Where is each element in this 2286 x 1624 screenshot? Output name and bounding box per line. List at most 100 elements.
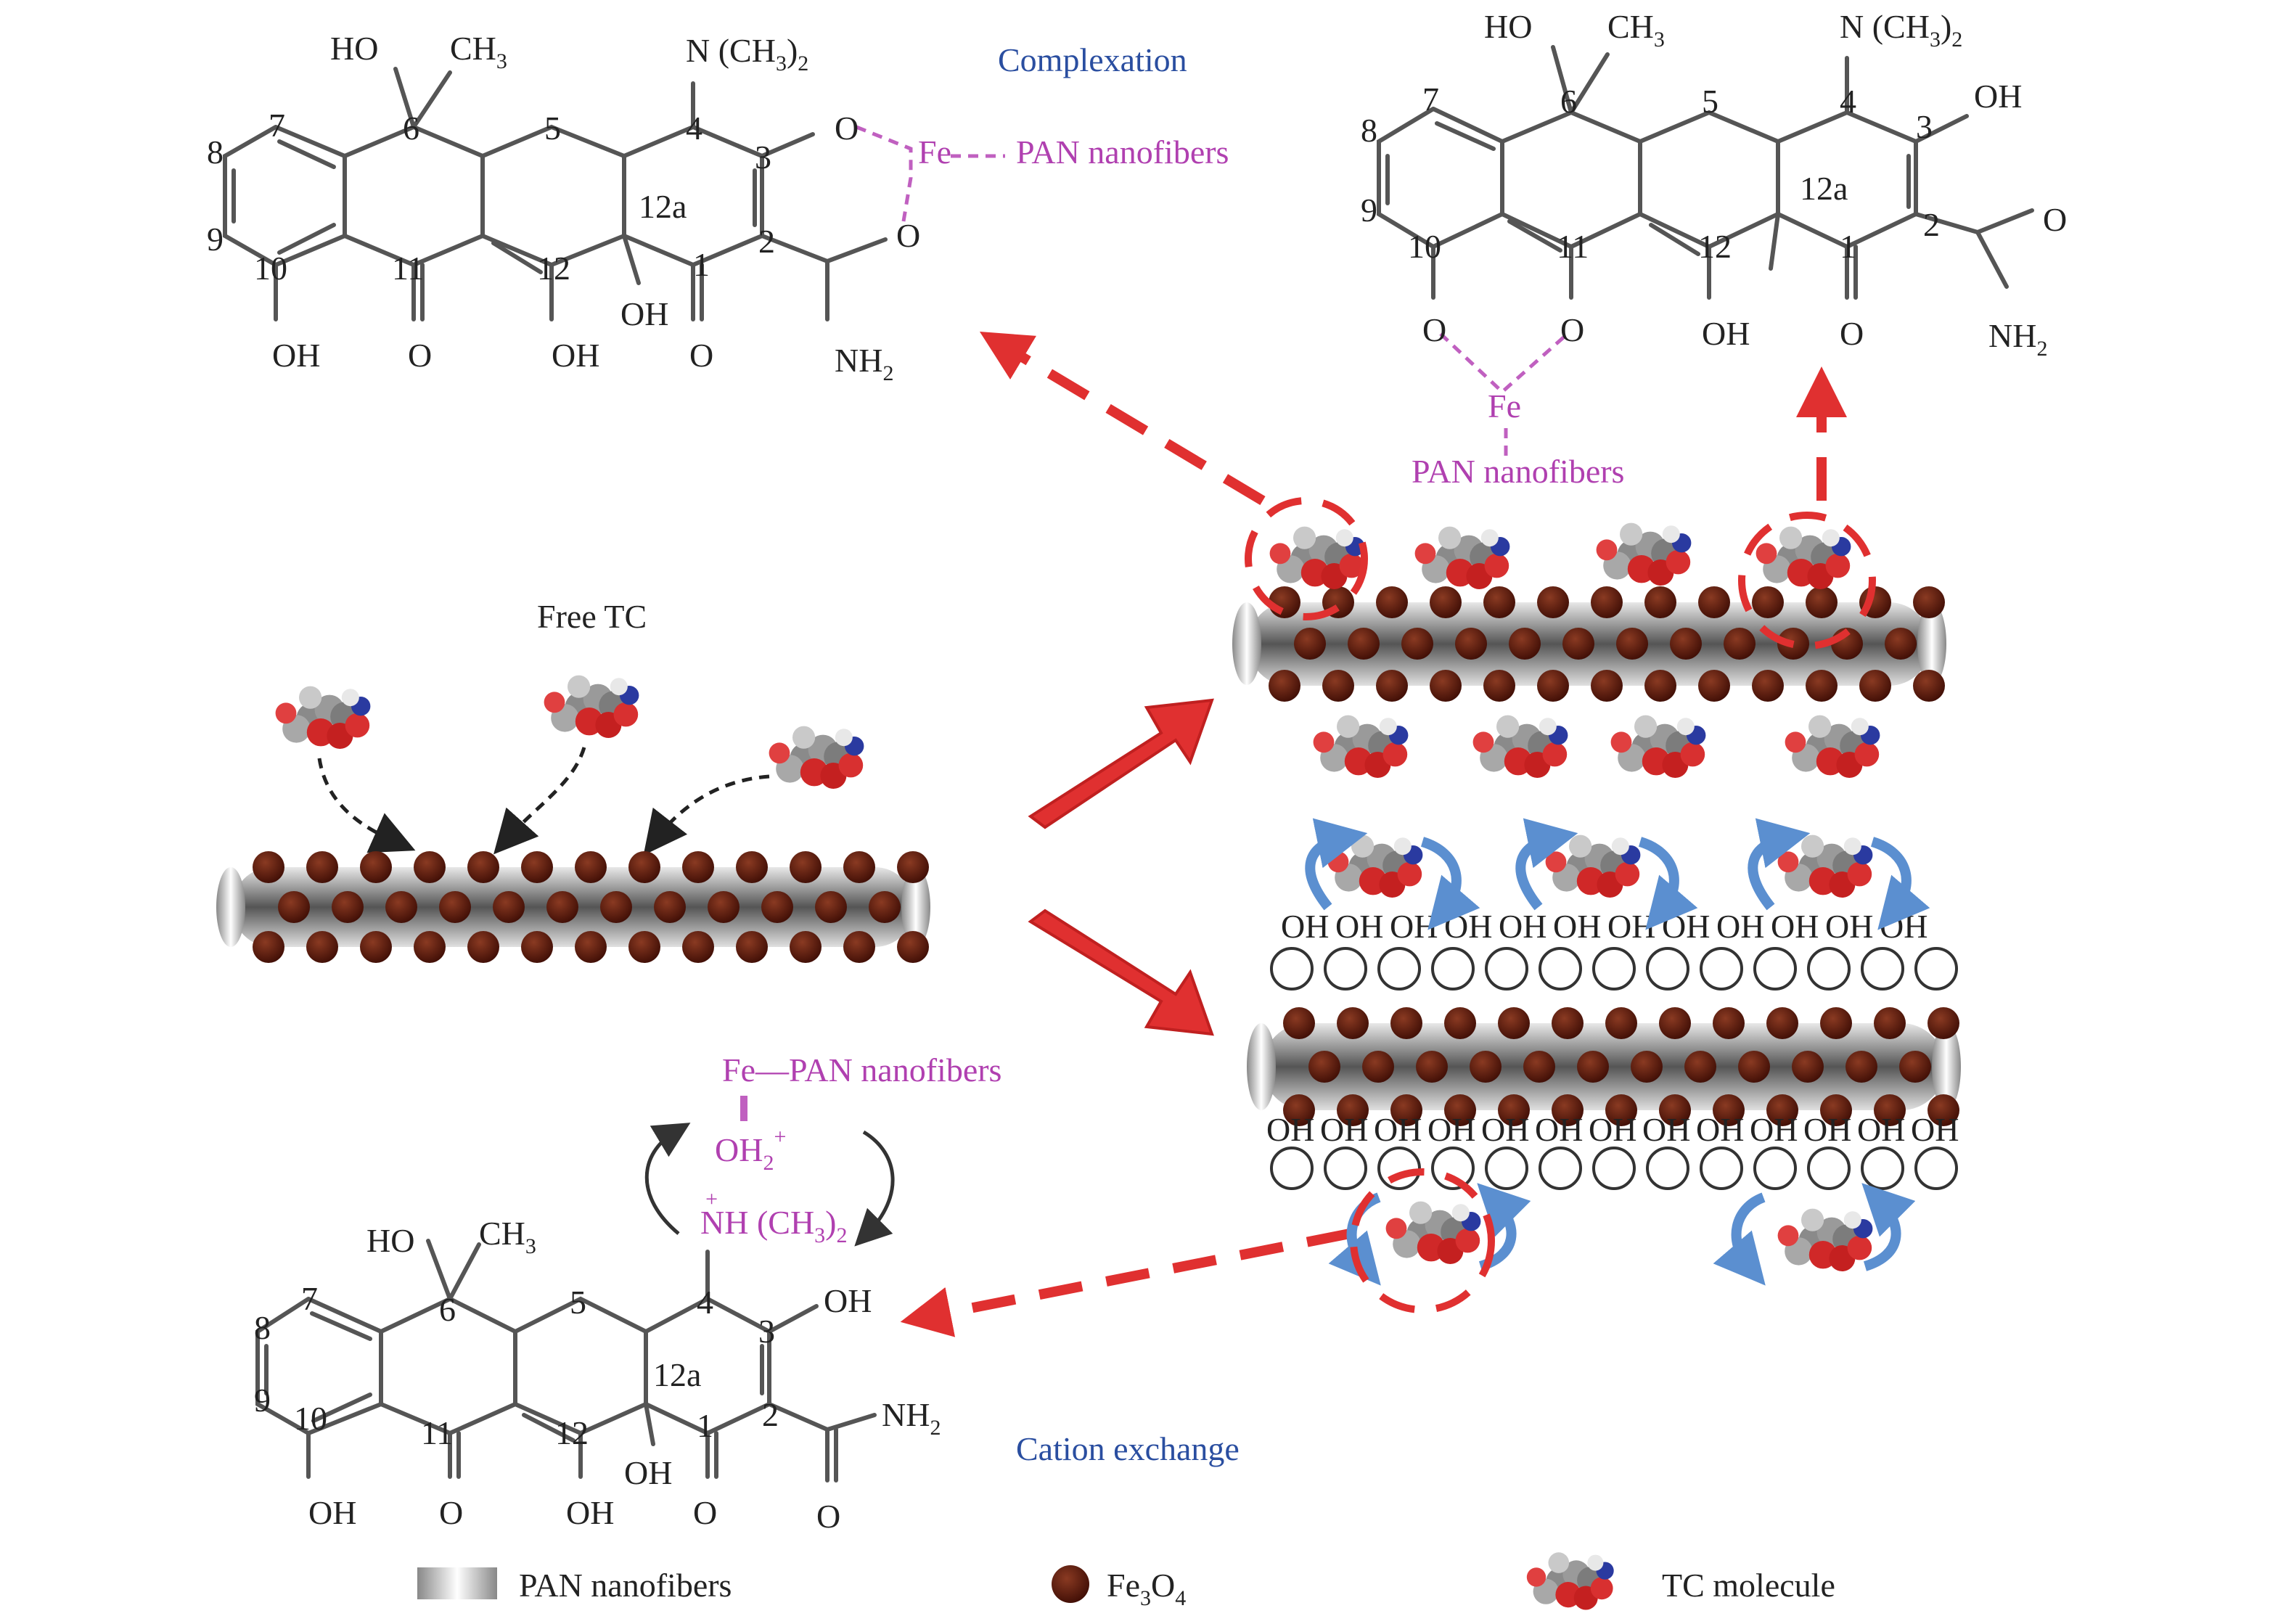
fe3o4-particle (1362, 1051, 1394, 1083)
ring-number-1: 1 (693, 246, 710, 283)
tc-structure-complexation-alt: HO CH3 N (CH3)2 6 5 4 3 OH 2 1 12a 12 11… (1361, 8, 2067, 490)
o-label: O (408, 337, 432, 374)
fe3o4-particle (1845, 1051, 1877, 1083)
fe3o4-particle (467, 931, 499, 963)
hydroxyl-ring (1807, 947, 1851, 991)
ho-label: HO (366, 1222, 414, 1259)
fe3o4-particle (790, 851, 822, 883)
ring-number-11: 11 (392, 250, 424, 287)
oh-group-label: OH (1374, 1111, 1422, 1148)
fe3o4-particle (1659, 1007, 1691, 1039)
o-label: O (1560, 311, 1584, 348)
fe3o4-particle (1713, 1094, 1745, 1126)
tc-structure-cation-exchange: Fe—PAN nanofibers OH2+ +NH (CH3)2 HO CH3… (254, 1051, 1240, 1535)
ring-number-10: 10 (294, 1400, 327, 1437)
fe3o4-particle (521, 931, 553, 963)
fe3o4-particle (815, 891, 847, 923)
arrow-to-cation-exchange (900, 1229, 1351, 1337)
fe3o4-particle-icon (253, 851, 929, 963)
fe3o4-particle (1444, 1007, 1476, 1039)
hydroxyl-ring (1753, 947, 1797, 991)
fe3o4-particle (1308, 1051, 1340, 1083)
oh-group-label: OH (1281, 908, 1329, 945)
ring-number-10: 10 (1408, 228, 1441, 265)
oh-group-label: OH (1427, 1111, 1475, 1148)
fe3o4-particle (1874, 1094, 1906, 1126)
legend-item-fe3o4: Fe3O4 (1052, 1565, 1186, 1610)
fe3o4-particle (1562, 628, 1594, 660)
fe3o4-particle (1269, 670, 1300, 702)
fe3o4-particle (253, 931, 284, 963)
fe3o4-particle (1913, 670, 1945, 702)
ring-number-2: 2 (758, 223, 775, 260)
tc-molecule-icon (1526, 1552, 1614, 1610)
fe3o4-particle (1738, 1051, 1770, 1083)
fe3o4-particle (1430, 670, 1462, 702)
oh-group-label: OH (1535, 1111, 1583, 1148)
ring-number-7: 7 (1422, 81, 1439, 118)
fe3o4-particle (1483, 670, 1515, 702)
approach-arrow (493, 747, 586, 855)
oh-group-label: OH (1335, 908, 1383, 945)
hydroxyl-ring (1700, 1147, 1743, 1190)
fe3o4-particle (1444, 1094, 1476, 1126)
fe3o4-particle (1498, 1094, 1530, 1126)
fe3o4-particle (1899, 1051, 1931, 1083)
fe3o4-particle (1644, 586, 1676, 618)
fe3o4-particle (736, 931, 768, 963)
fe3o4-particle (360, 931, 392, 963)
ring-number-3: 3 (755, 139, 771, 176)
fe3o4-particle (1322, 670, 1354, 702)
fe3o4-particle (306, 851, 338, 883)
hydroxyl-layer-bottom (1270, 1147, 1958, 1190)
fe3o4-particle (1766, 1094, 1798, 1126)
oh-label: OH (620, 295, 668, 332)
fe3o4-particle (1337, 1094, 1369, 1126)
oh-label: OH (624, 1454, 672, 1491)
fe3o4-particle (1537, 586, 1569, 618)
hydroxyl-ring (1539, 1147, 1582, 1190)
legend-tc-label: TC molecule (1662, 1567, 1835, 1604)
fe3o4-particle (1766, 1007, 1798, 1039)
fe3o4-particle (546, 891, 578, 923)
oh-label: OH (824, 1282, 872, 1319)
hydroxyl-ring (1485, 1147, 1528, 1190)
fe3o4-particle (897, 851, 929, 883)
n-dimethyl-label: N (CH3)2 (686, 32, 808, 75)
oh-group-label: OH (1266, 1111, 1314, 1148)
fe3o4-particle (1806, 670, 1838, 702)
oh-group-label: OH (1803, 1111, 1851, 1148)
fe3o4-particle (467, 851, 499, 883)
approach-arrow (643, 774, 770, 856)
oh-group-label: OH (1444, 908, 1492, 945)
fe3o4-particle (1698, 586, 1730, 618)
hydroxyl-ring (1914, 1147, 1958, 1190)
fe3o4-particle (869, 891, 901, 923)
oh-group-label: OH (1857, 1111, 1905, 1148)
hydroxyl-ring (1431, 1147, 1475, 1190)
fe3o4-particle (1283, 1007, 1315, 1039)
fe3o4-particle (1401, 628, 1433, 660)
ring-number-6: 6 (1560, 83, 1577, 120)
hydroxyl-ring (1377, 947, 1421, 991)
ring-number-9: 9 (254, 1382, 271, 1419)
hydroxyl-ring (1592, 1147, 1636, 1190)
fe3o4-particle (1631, 1051, 1663, 1083)
fe3o4-particle (1885, 628, 1917, 660)
fe3o4-particle (1713, 1007, 1745, 1039)
ch3-label: CH3 (1607, 8, 1665, 52)
fe-label: Fe (1488, 387, 1521, 425)
fe3o4-particle (278, 891, 310, 923)
legend-item-pan: PAN nanofibers (417, 1567, 732, 1604)
fe3o4-particle (575, 931, 607, 963)
fe3o4-particle (736, 851, 768, 883)
fe3o4-particle (1591, 670, 1623, 702)
hydroxyl-ring (1377, 1147, 1421, 1190)
fe3o4-particle (1348, 628, 1380, 660)
fe3o4-particle (1390, 1094, 1422, 1126)
arrow-to-fe-adsorption (1028, 698, 1214, 829)
nh2-label: NH2 (882, 1396, 941, 1440)
fe3o4-particle (1509, 628, 1541, 660)
oh-group-label: OH (1499, 908, 1546, 945)
ring-number-11: 11 (421, 1414, 453, 1451)
